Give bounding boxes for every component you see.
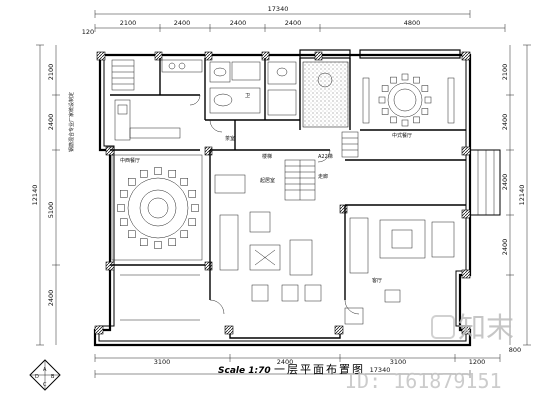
top-segment-3: 2400	[230, 19, 247, 27]
chair	[140, 238, 148, 246]
vertical-note: 钢筋混合专业厂家统设制定	[68, 92, 75, 152]
top-small-dimension: 120	[82, 28, 94, 36]
stair-right	[341, 131, 359, 158]
chair	[120, 190, 128, 198]
watermark-logo-icon	[431, 315, 455, 339]
stone-floor-area	[302, 61, 349, 128]
doors	[189, 94, 360, 315]
label-dining-east: 中式餐厅	[392, 132, 412, 139]
bottom-small-dimension: 800	[509, 346, 521, 354]
top-segment-2: 2400	[174, 19, 191, 27]
chair	[421, 85, 429, 92]
right-total-dimension: 12140	[518, 185, 526, 206]
dining-table-west: 中西餐厅	[111, 154, 203, 261]
chair	[381, 85, 389, 92]
right-segment-3: 2400	[501, 174, 509, 191]
chair	[421, 108, 429, 115]
chair	[188, 218, 196, 226]
left-dimension-chain: 12140 2100 2400 5100 2400 钢筋混合专业厂家统设制定	[31, 44, 75, 346]
dining-table-east: 中式餐厅	[362, 73, 455, 139]
watermark: 知末 ID: 161879151	[345, 311, 514, 393]
top-segment-1: 2100	[120, 19, 137, 27]
watermark-id: ID: 161879151	[345, 369, 502, 393]
top-dimension-chain: 17340 120 2100 2400 2400 2400 4800	[82, 5, 506, 36]
drawing-title: 一层平面布置图	[274, 363, 365, 376]
left-segment-3: 5100	[47, 202, 55, 219]
chair	[413, 76, 420, 84]
watermark-logo: 知末	[458, 311, 514, 344]
chair	[154, 167, 162, 175]
label-living: 起居室	[260, 177, 275, 184]
compass-c: C	[43, 382, 47, 388]
stair-center: 楼梯 A22梯	[262, 153, 333, 201]
right-segment-1: 2100	[501, 64, 509, 81]
chair	[180, 230, 188, 238]
right-segment-4: 2400	[501, 239, 509, 256]
left-segment-4: 2400	[47, 290, 55, 307]
label-corridor: 走廊	[318, 173, 328, 180]
left-segment-1: 2100	[47, 64, 55, 81]
scale-label: Scale 1:70	[218, 366, 271, 376]
bottom-left-room	[120, 274, 200, 321]
chair	[390, 76, 397, 84]
interior-walls	[110, 58, 466, 300]
structural-columns	[94, 51, 471, 335]
label-elevator: A22梯	[318, 153, 333, 160]
chair	[378, 96, 386, 104]
compass-b: B	[51, 374, 55, 380]
plant-icon	[317, 72, 333, 88]
chair	[188, 190, 196, 198]
label-dining-west: 中西餐厅	[120, 157, 140, 164]
compass-a: A	[43, 367, 47, 373]
bottom-segment-4: 1200	[469, 358, 486, 366]
compass-icon: A D B C	[29, 359, 61, 391]
top-total-dimension: 17340	[268, 5, 289, 13]
chair	[168, 170, 176, 178]
top-segment-5: 4800	[404, 19, 421, 27]
chair	[390, 116, 397, 124]
chair	[180, 178, 188, 186]
left-segment-2: 2400	[47, 114, 55, 131]
bottom-segment-1: 3100	[154, 358, 171, 366]
chair	[413, 116, 420, 124]
chair	[424, 96, 432, 104]
left-total-dimension: 12140	[31, 185, 39, 206]
right-dimension-chain: 2100 2400 2400 2400 12140	[501, 44, 531, 346]
bottom-total-dimension: 17340	[370, 366, 391, 374]
right-lower-room: 客厅	[344, 217, 455, 325]
bathrooms: 卫	[209, 61, 297, 116]
chair	[128, 178, 136, 186]
living-room: 起居室 茶室	[214, 135, 322, 302]
bottom-segment-2: 2400	[277, 358, 294, 366]
stair-top-left	[111, 59, 135, 91]
top-segment-4: 2400	[285, 19, 302, 27]
label-stair: 楼梯	[262, 153, 272, 160]
chair	[401, 119, 409, 127]
chair	[381, 108, 389, 115]
label-tea: 茶室	[225, 135, 235, 142]
label-room-b: 客厅	[372, 277, 382, 284]
chair	[128, 230, 136, 238]
compass-d: D	[35, 374, 39, 380]
chair	[140, 170, 148, 178]
label-wc: 卫	[245, 93, 250, 99]
chair	[154, 241, 162, 249]
chair	[120, 218, 128, 226]
chair	[117, 204, 125, 212]
chair	[168, 238, 176, 246]
bottom-segment-3: 3100	[390, 358, 407, 366]
bottom-dimension-chain: 3100 2400 3100 1200 800 17340	[94, 346, 521, 378]
chair	[191, 204, 199, 212]
chair	[401, 73, 409, 81]
right-segment-2: 2400	[501, 114, 509, 131]
kitchen	[114, 59, 203, 141]
